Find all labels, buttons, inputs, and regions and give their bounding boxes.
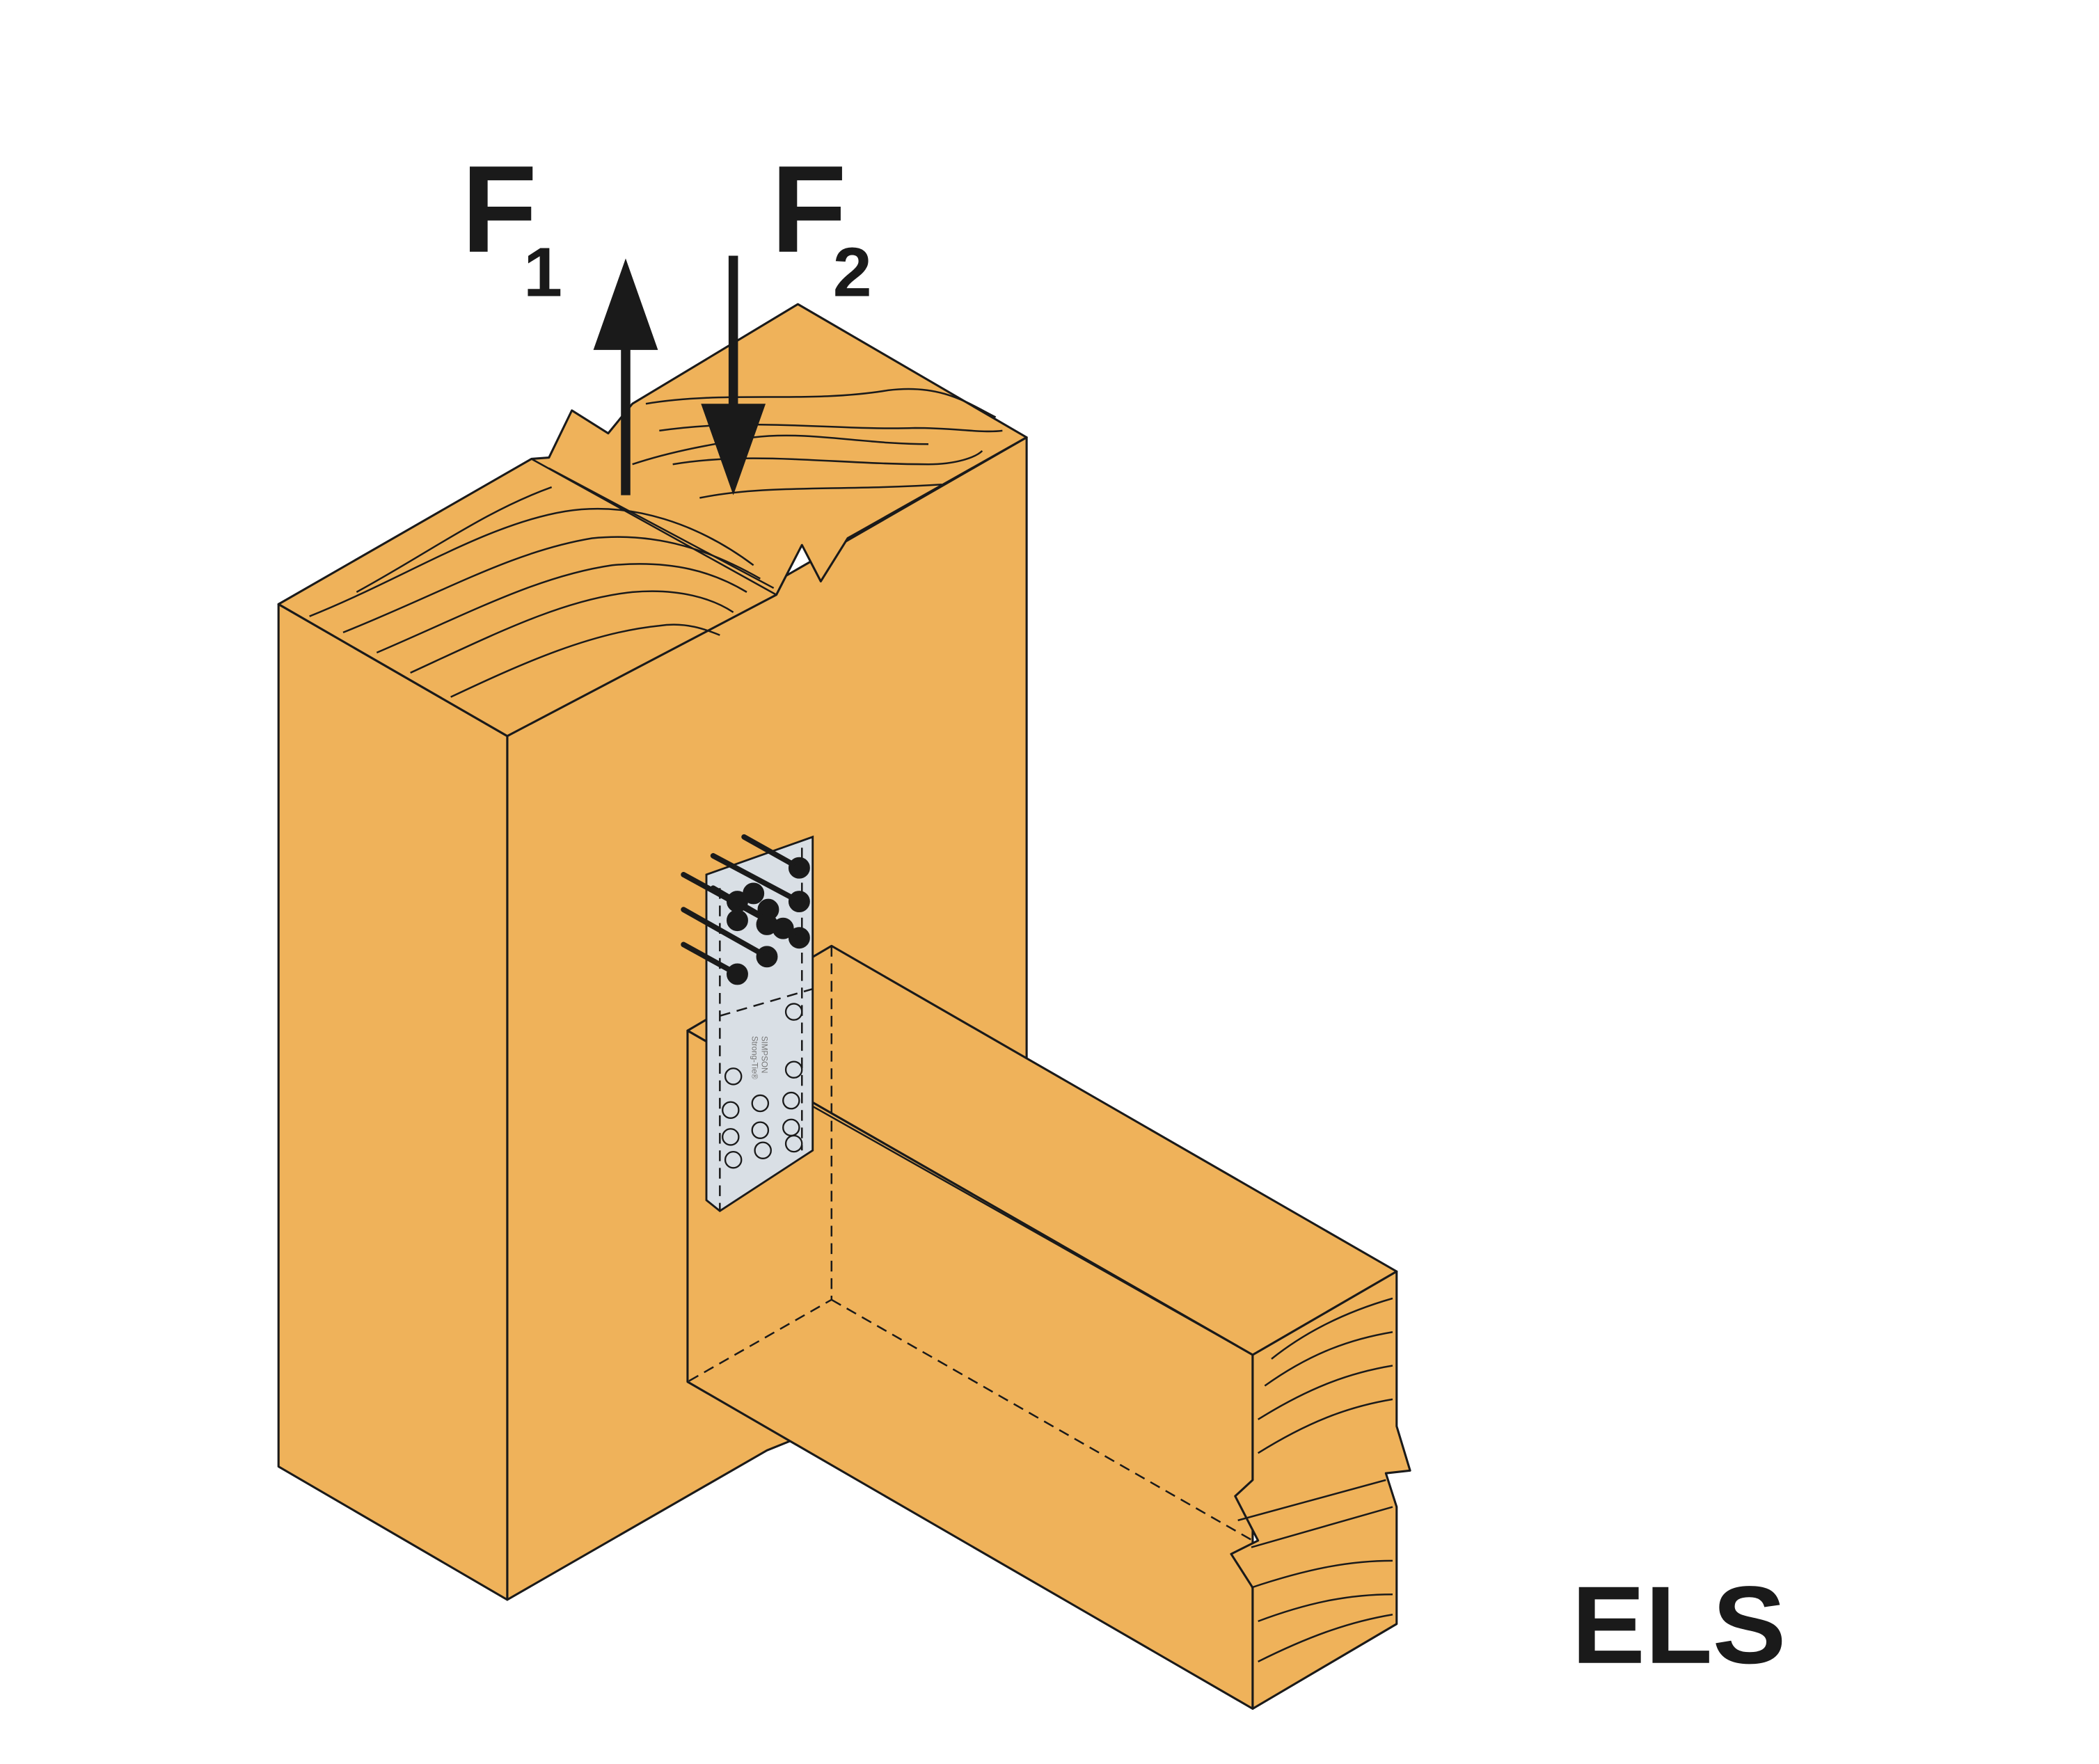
- angle-connector-plate: SIMPSON Strong-Tie®: [681, 834, 814, 1212]
- force-arrow-f1: [593, 258, 658, 495]
- screws: [681, 834, 810, 985]
- timber-beam: [686, 944, 1411, 1710]
- force-arrow-f2: [701, 255, 766, 495]
- beam-end-grain: [1237, 1297, 1393, 1662]
- post-top-grain: [309, 388, 1003, 698]
- force-label-f2: F: [771, 140, 847, 278]
- nail-holes: [722, 1003, 803, 1169]
- beam-end-face: [1230, 1270, 1411, 1710]
- force-label-f2-subscript: 2: [833, 234, 872, 312]
- hidden-edges: [687, 946, 1253, 1541]
- force-label-f1: F: [461, 140, 537, 278]
- product-label: ELS: [1571, 1563, 1786, 1687]
- post-left-face: [277, 603, 509, 1601]
- plate-logo: SIMPSON: [759, 1036, 768, 1073]
- force-label-f1-subscript: 1: [523, 234, 562, 312]
- post-top-face: [277, 303, 1028, 738]
- plate-logo-2: Strong-Tie®: [750, 1036, 759, 1080]
